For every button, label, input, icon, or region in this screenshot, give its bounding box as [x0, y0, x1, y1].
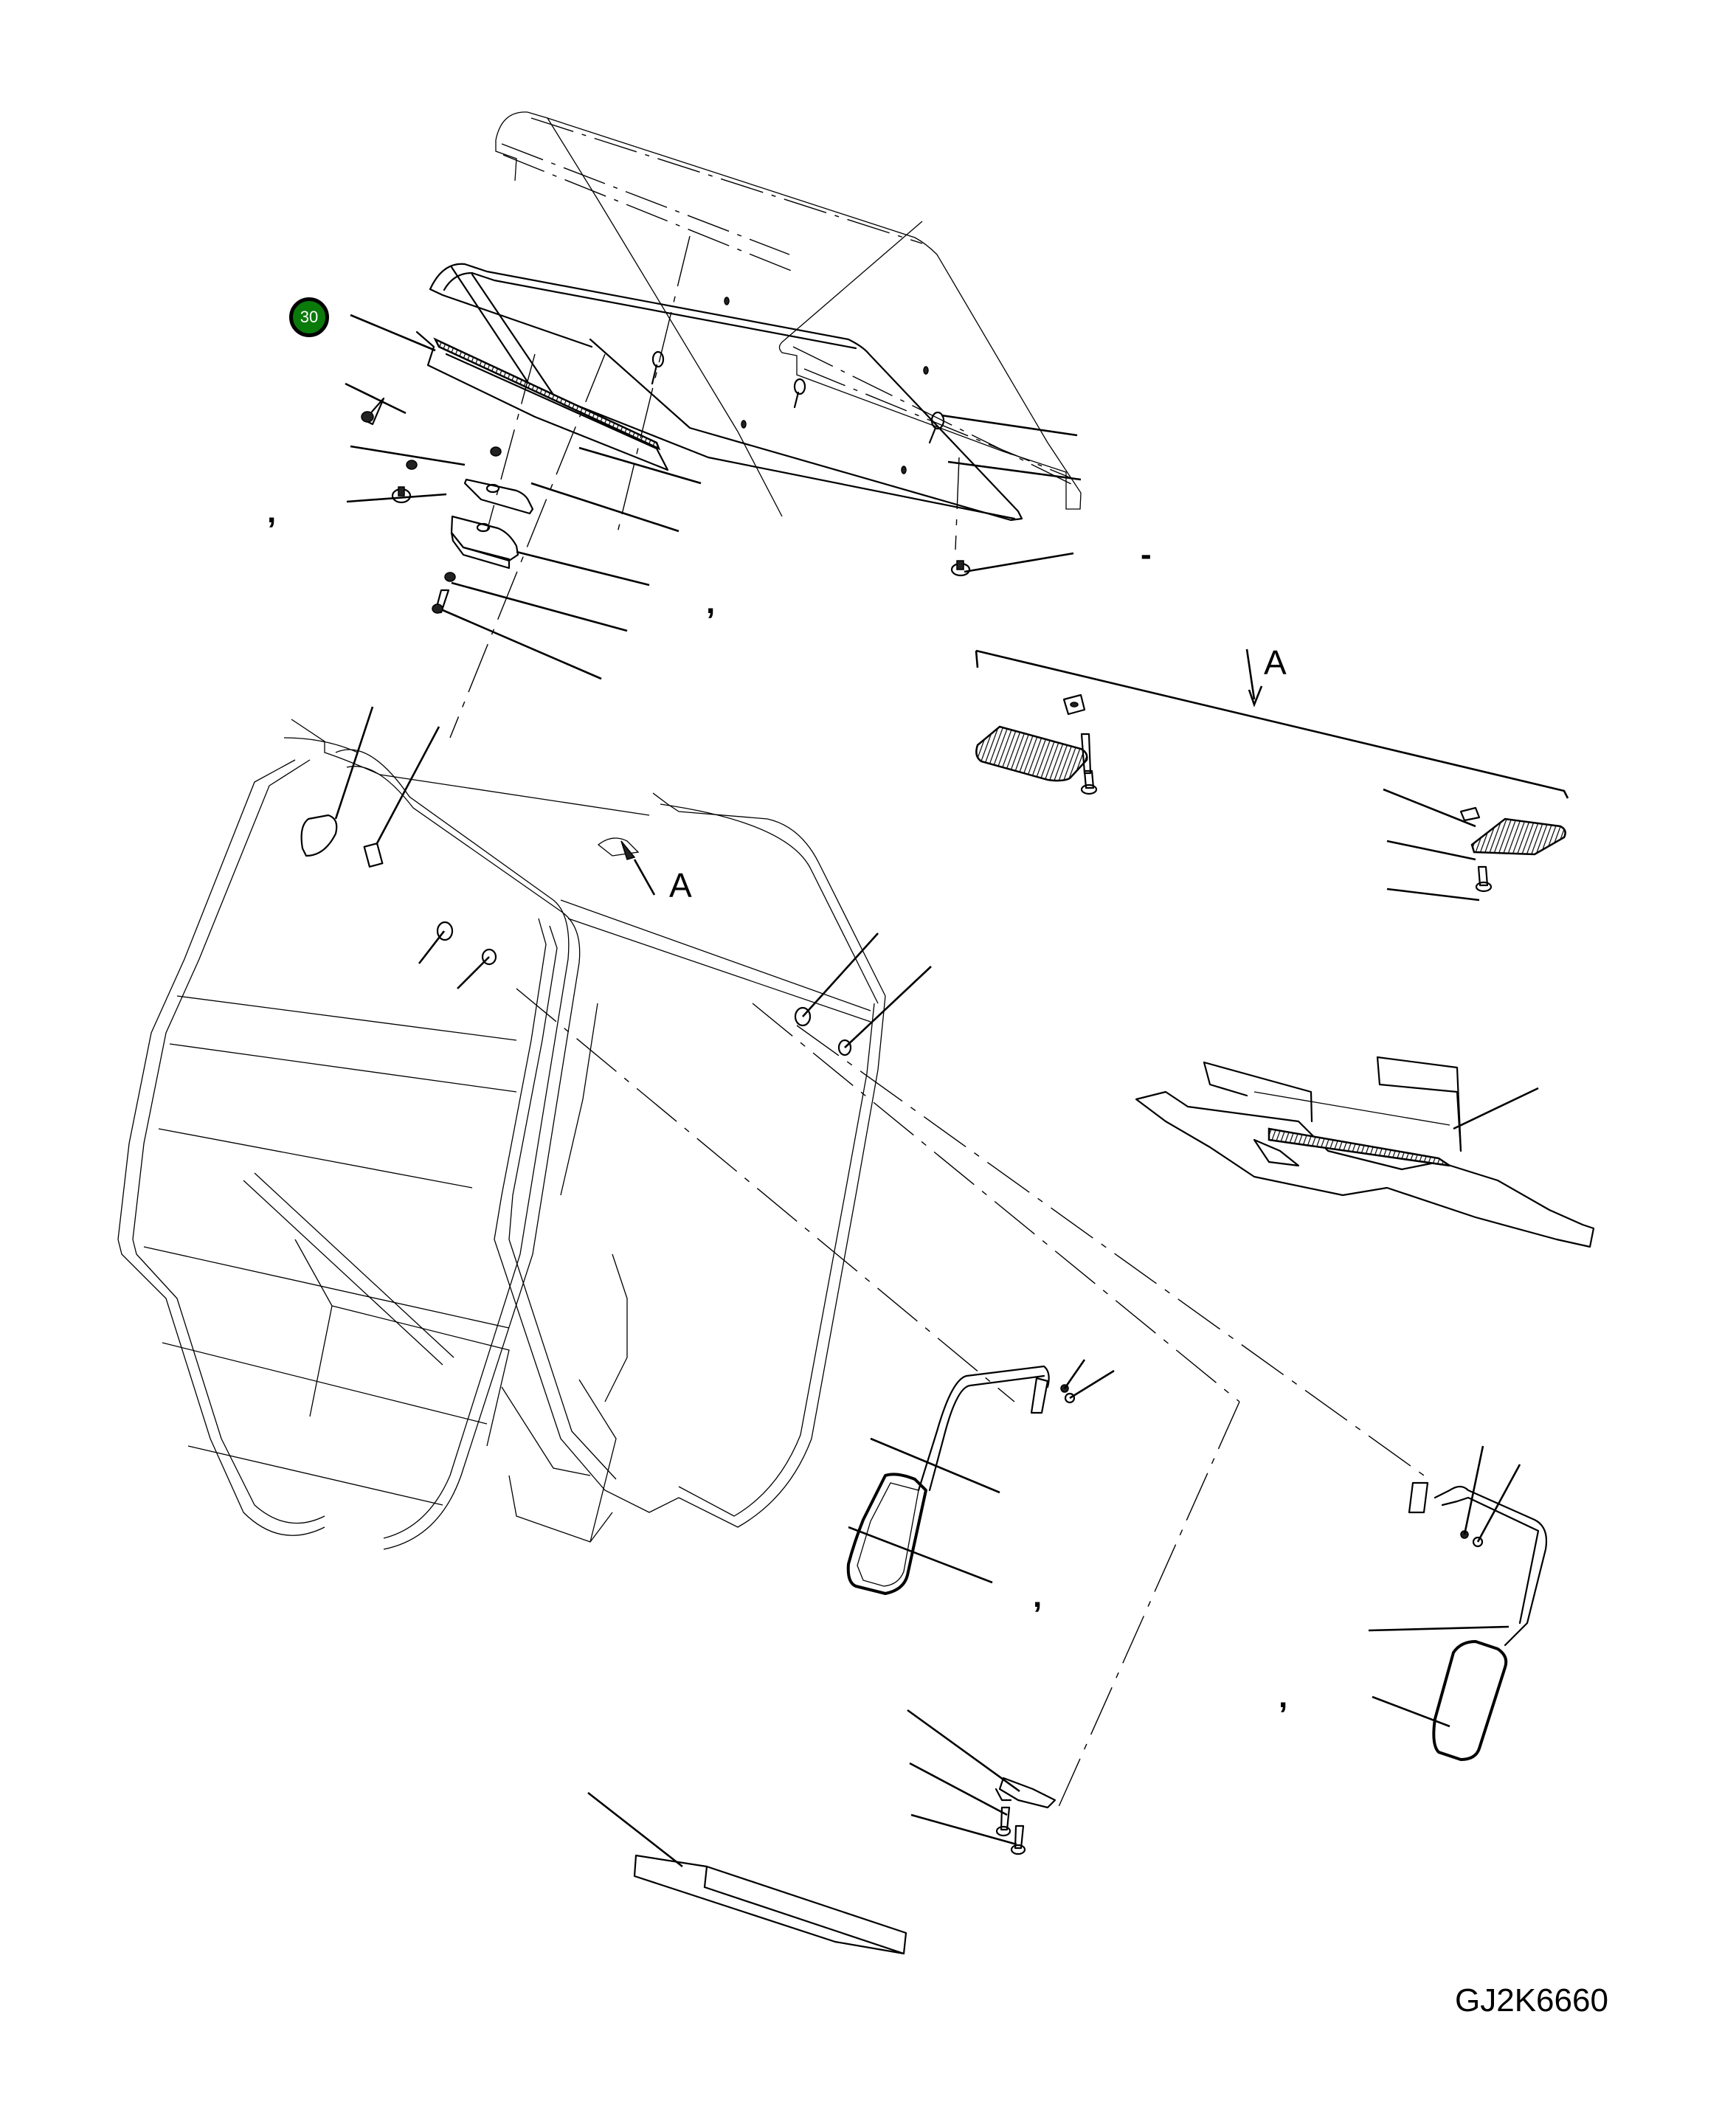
roof-washers[interactable] — [361, 397, 971, 614]
work-lamp-right[interactable] — [1459, 806, 1566, 893]
bottom-trim-strip[interactable] — [633, 1854, 907, 1955]
floor-mat[interactable] — [1135, 1056, 1595, 1248]
detail-reference-label-a: A — [669, 866, 692, 904]
rubber-pad[interactable] — [450, 515, 519, 570]
detail-view-label-a: A — [1264, 643, 1287, 682]
work-lamp-left[interactable] — [975, 693, 1098, 795]
roof-panel[interactable] — [495, 111, 1082, 517]
cab-frame[interactable] — [117, 719, 886, 1550]
leader-lines — [334, 314, 1539, 1868]
separator-mark: - — [1141, 536, 1152, 572]
roof-support-frame[interactable] — [429, 263, 1023, 522]
separator-mark: , — [1279, 1678, 1288, 1715]
assembly-centerlines — [449, 235, 960, 738]
mounting-plate[interactable] — [463, 478, 534, 515]
mirror-centerlines — [516, 988, 1425, 1816]
separator-mark: , — [267, 494, 277, 530]
mirror-left[interactable] — [846, 1365, 1076, 1595]
roof-bracket-rail[interactable] — [415, 331, 669, 471]
roof-screws[interactable] — [651, 350, 945, 444]
callout-badge-30[interactable]: 30 — [289, 297, 329, 337]
mirror-right[interactable] — [1408, 1481, 1548, 1761]
figure-id: GJ2K6660 — [1455, 1982, 1608, 2019]
detail-a-bracket — [975, 648, 1569, 799]
separator-mark: , — [706, 584, 716, 620]
separator-mark: , — [1033, 1578, 1042, 1614]
mirror-bracket[interactable] — [995, 1777, 1057, 1855]
